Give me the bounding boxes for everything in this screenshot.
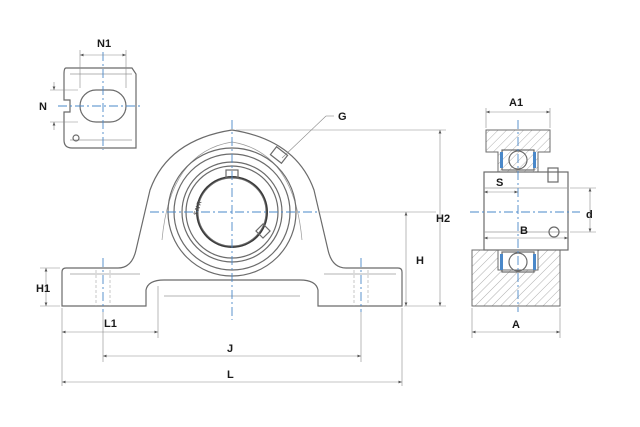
dim-label-a: A — [512, 319, 520, 331]
dim-label-s: S — [496, 177, 503, 189]
dim-label-n: N — [39, 101, 47, 113]
side-section-view — [470, 120, 580, 312]
brand-text: SNR — [193, 200, 204, 217]
dim-label-h2: H2 — [436, 213, 450, 225]
dim-label-l1: L1 — [104, 318, 117, 330]
side-dimensions — [471, 108, 596, 338]
dim-label-j: J — [227, 343, 233, 355]
dim-label-g: G — [338, 111, 347, 123]
dim-label-b: B — [520, 225, 528, 237]
dim-label-a1: A1 — [509, 97, 523, 109]
slot-detail-view — [50, 50, 140, 150]
dim-label-h1: H1 — [36, 283, 50, 295]
front-view — [61, 120, 403, 320]
dim-label-h: H — [416, 255, 424, 267]
front-dimensions — [40, 129, 446, 386]
g-leader — [281, 115, 334, 159]
dim-label-n1: N1 — [97, 38, 111, 50]
dim-label-l: L — [227, 369, 234, 381]
dim-label-d: d — [586, 209, 593, 221]
